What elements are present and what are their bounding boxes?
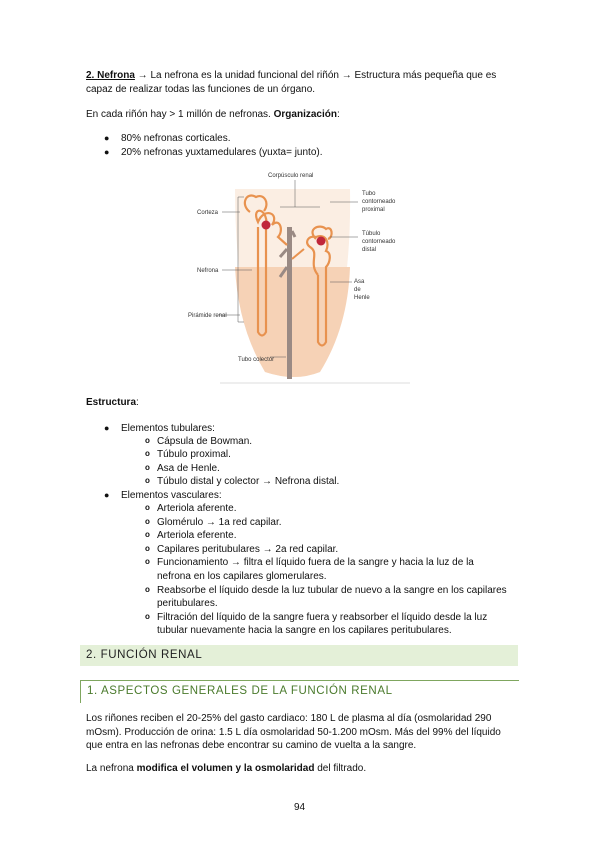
tubular-item: Túbulo distal y colector → Nefrona dista… (157, 476, 340, 487)
pyramid-region (235, 267, 350, 377)
vascular-item: Funcionamiento → filtra el líquido fuera… (157, 557, 474, 568)
glomerulus-right (316, 236, 326, 246)
vasculares-label: Elementos vasculares: (121, 490, 222, 501)
henle-loop-left (256, 227, 268, 337)
org-item-yuxtamedulares: 20% nefronas yuxtamedulares (yuxta= junt… (121, 147, 323, 158)
label-tubulo-distal-1: Túbulo (362, 231, 381, 237)
section-title: 2. FUNCIÓN RENAL (86, 649, 203, 661)
vascular-item: Arteriola eferente. (157, 530, 237, 541)
last-suffix: del filtrado. (314, 763, 367, 774)
org-item-corticales: 80% nefronas corticales. (121, 133, 231, 144)
sub-bullet-icon: o (145, 476, 150, 485)
subsection-heading: 1. ASPECTOS GENERALES DE LA FUNCIÓN RENA… (80, 680, 519, 703)
label-nefrona: Nefrona (197, 268, 219, 274)
vascular-item: Glomérulo → 1a red capilar. (157, 517, 282, 528)
label-asa-2: de (354, 287, 361, 293)
nefrona-arrow: → (134, 70, 151, 81)
sub-bullet-icon: o (145, 503, 150, 512)
label-asa-3: Henle (354, 295, 370, 301)
label-corteza: Corteza (197, 210, 219, 216)
organizacion-label: Organización (273, 109, 337, 120)
estructura-heading: Estructura: (86, 396, 516, 410)
count-text: En cada riñón hay > 1 millón de nefronas… (86, 109, 274, 120)
label-tubulo-distal-2: contorneado (362, 239, 396, 245)
label-tubo-proximal-1: Tubo (362, 191, 376, 197)
tubulares-label: Elementos tubulares: (121, 423, 215, 434)
sub-bullet-icon: o (145, 517, 150, 526)
tubular-item: Cápsula de Bowman. (157, 436, 253, 447)
nefrona-title: 2. Nefrona (86, 70, 135, 81)
last-line: La nefrona modifica el volumen y la osmo… (86, 762, 516, 776)
bullet-icon: ● (104, 423, 110, 433)
collecting-duct (287, 227, 292, 379)
nefrona-text-2: capaz de realizar todas las funciones de… (86, 83, 316, 95)
sub-bullet-icon: o (145, 463, 150, 472)
count-suffix: : (336, 109, 340, 120)
vascular-item-cont: tubular nuevamente hacia la sangre en lo… (157, 625, 452, 636)
vascular-item: Capilares peritubulares → 2a red capilar… (157, 544, 339, 555)
section-heading: 2. FUNCIÓN RENAL (80, 645, 518, 666)
estructura-suffix: : (136, 397, 139, 408)
page-number: 94 (293, 802, 306, 813)
label-tubo-colector: Tubo colector (238, 357, 274, 363)
sub-bullet-icon: o (145, 585, 150, 594)
vascular-item-cont: peritubulares. (157, 598, 218, 609)
vascular-item: Filtración del líquido de la sangre fuer… (157, 612, 488, 623)
henle-loop-right (316, 275, 328, 347)
count-line: En cada riñón hay > 1 millón de nefronas… (86, 108, 516, 122)
vascular-item-cont: nefrona en los capilares glomerulares. (157, 571, 327, 582)
general-line: Los riñones reciben el 20-25% del gasto … (86, 713, 492, 724)
bullet-icon: ● (104, 490, 110, 500)
sub-bullet-icon: o (145, 530, 150, 539)
general-line: mOsm). Producción de orina: 1.5 L día os… (86, 726, 501, 738)
sub-bullet-icon: o (145, 449, 150, 458)
general-line: que entra en las nefronas debe encontrar… (86, 740, 417, 751)
subsection-title: 1. ASPECTOS GENERALES DE LA FUNCIÓN RENA… (87, 685, 393, 697)
nefrona-text-1: La nefrona es la unidad funcional del ri… (150, 70, 497, 81)
nefrona-paragraph: 2. Nefrona → La nefrona es la unidad fun… (86, 69, 516, 96)
general-paragraph: Los riñones reciben el 20-25% del gasto … (86, 712, 516, 753)
label-corpusculo: Corpúsculo renal (268, 173, 313, 179)
bullet-icon: ● (104, 133, 110, 143)
sub-bullet-icon: o (145, 436, 150, 445)
label-tubo-proximal-3: proximal (362, 207, 385, 213)
nephron-diagram: Corpúsculo renal Tubo contorneado proxim… (188, 173, 410, 384)
label-tubulo-distal-3: distal (362, 247, 376, 253)
estructura-label: Estructura (86, 397, 137, 408)
sub-bullet-icon: o (145, 557, 150, 566)
label-tubo-proximal-2: contorneado (362, 199, 396, 205)
glomerulus-left (261, 220, 271, 230)
label-asa-1: Asa (354, 279, 365, 285)
last-prefix: La nefrona (86, 763, 137, 774)
tubular-item: Asa de Henle. (157, 463, 220, 474)
vascular-item: Reabsorbe el líquido desde la luz tubula… (157, 585, 507, 596)
last-bold: modifica el volumen y la osmolaridad (136, 763, 315, 774)
sub-bullet-icon: o (145, 612, 150, 621)
bullet-icon: ● (104, 147, 110, 157)
vascular-item: Arteriola aferente. (157, 503, 237, 514)
label-piramide: Pirámide renal (188, 313, 227, 319)
tubular-item: Túbulo proximal. (157, 449, 231, 460)
sub-bullet-icon: o (145, 544, 150, 553)
